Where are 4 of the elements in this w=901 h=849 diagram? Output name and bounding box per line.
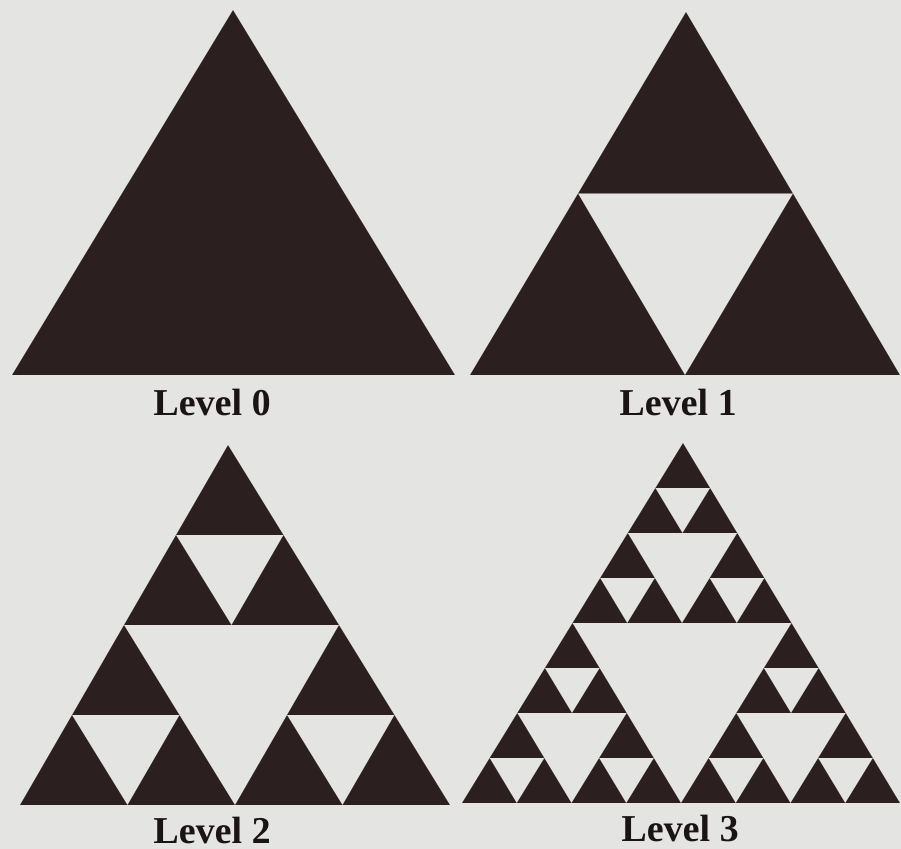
- level-caption: Level 0: [153, 384, 271, 422]
- level-caption: Level 2: [153, 812, 271, 849]
- level-caption: Level 3: [621, 810, 739, 848]
- level-caption: Level 1: [619, 384, 737, 422]
